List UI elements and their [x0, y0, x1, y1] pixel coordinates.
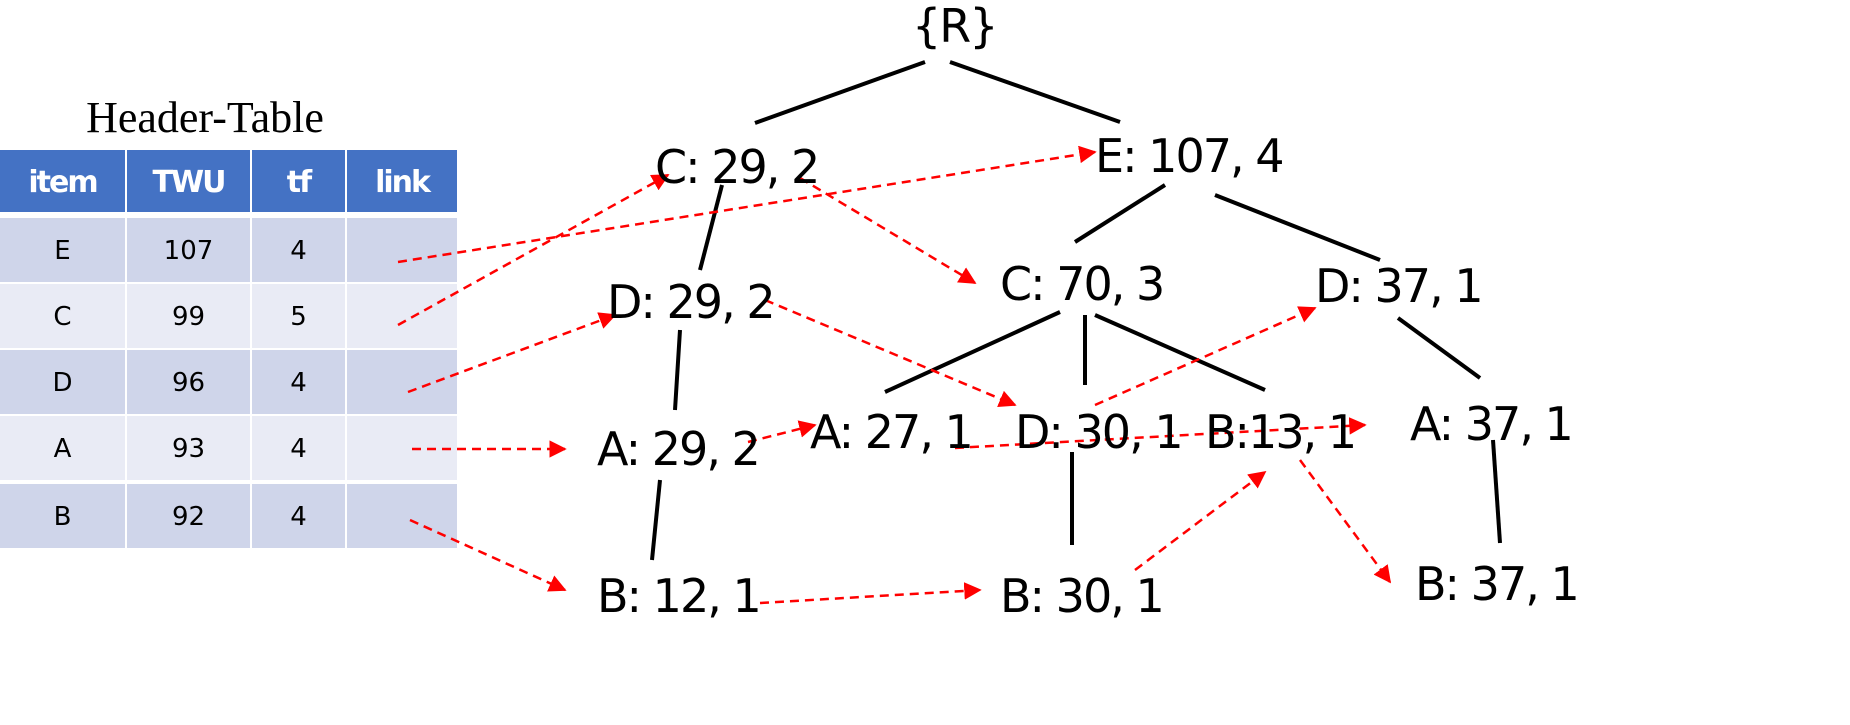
table-cell-bg [252, 218, 345, 282]
table-cell-bg [252, 350, 345, 414]
node-link-arrow-row-c-c1 [397, 173, 670, 327]
node-link-arrow-a1-a2 [747, 420, 817, 444]
tree-edge-a3-b4 [1491, 439, 1502, 544]
tree-node-a1: A: 29, 2 [597, 422, 759, 476]
tree-edge-e1-c2 [1073, 183, 1167, 244]
node-link-arrow-b2-b4 [1298, 459, 1392, 584]
node-links [397, 145, 1392, 605]
tree-edge-e1-d3 [1214, 193, 1381, 262]
tree-edge-d3-a3 [1396, 316, 1482, 380]
tree-node-a2: A: 27, 1 [810, 405, 972, 459]
table-cell-item: A [54, 434, 72, 464]
tree-edge-c1-d1 [698, 184, 724, 271]
table-cell-bg [0, 218, 125, 282]
tree-edge-r-e1 [949, 60, 1121, 124]
tree-edges [650, 60, 1502, 561]
table-cell-bg [127, 284, 250, 348]
tree-edge-d1-a1 [673, 329, 682, 411]
node-link-arrow-row-e-e1 [397, 145, 1097, 264]
tree-node-b4: B: 37, 1 [1415, 557, 1578, 611]
tree-nodes: {R} C: 29, 2 E: 107, 4 D: 29, 2 C: 70, 3 D: 3… [597, 0, 1580, 623]
table-cell-twu: 93 [172, 434, 205, 464]
table-cell-tf: 5 [290, 302, 307, 332]
table-cell-bg [347, 218, 457, 282]
table-cell-tf: 4 [290, 434, 307, 464]
header-cell-bg [347, 150, 457, 212]
node-link-arrow-d1-d2 [764, 298, 1017, 407]
header-cell-bg [127, 150, 250, 212]
table-cell-bg [252, 284, 345, 348]
table-cell-bg [252, 416, 345, 480]
tree-node-b3: B: 30, 1 [1000, 569, 1163, 623]
table-cell-bg [0, 484, 125, 548]
tree-node-c2: C: 70, 3 [1000, 257, 1163, 311]
tree-edge-c2-b2 [1094, 313, 1266, 392]
tree-node-e1: E: 107, 4 [1095, 129, 1283, 183]
table-cell-bg [252, 484, 345, 548]
tree-node-a3: A: 37, 1 [1410, 397, 1572, 451]
table-cell-twu: 96 [172, 368, 205, 398]
tree-node-d3: D: 37, 1 [1315, 259, 1482, 313]
node-link-arrow-a2-a3 [954, 417, 1367, 450]
table-cell-bg [347, 484, 457, 548]
header-cell-bg [252, 150, 345, 212]
table-cell-item: C [53, 302, 71, 332]
table-cell-bg [127, 218, 250, 282]
node-link-arrow-c1-c2 [799, 176, 977, 285]
tree-edge-c2-a2 [884, 310, 1061, 394]
tree-node-b2: B:13, 1 [1205, 405, 1355, 459]
node-link-arrow-row-d-d1 [407, 312, 617, 394]
table-cell-bg [347, 416, 457, 480]
table-cell-bg [347, 284, 457, 348]
table-cell-bg [347, 350, 457, 414]
tree-edge-r-c1 [754, 60, 926, 125]
tree-node-c1: C: 29, 2 [655, 140, 818, 194]
table-cell-bg [0, 416, 125, 480]
header-cell-bg [0, 150, 125, 212]
table-cell-bg [127, 484, 250, 548]
tree-node-d2: D: 30, 1 [1015, 405, 1182, 459]
table-cell-twu: 107 [164, 236, 214, 266]
column-header-item: item [28, 165, 96, 200]
tree-edge-a1-b1 [650, 479, 662, 561]
header-table-title: Header-Table [86, 93, 324, 142]
node-link-arrow-b1-b3 [759, 582, 982, 605]
node-link-arrow-d2-d3 [1094, 306, 1317, 407]
table-cell-tf: 4 [290, 368, 307, 398]
node-link-arrow-row-b-b1 [409, 518, 567, 592]
table-cell-bg [127, 416, 250, 480]
table-cell-item: B [54, 502, 72, 532]
tree-node-b1: B: 12, 1 [597, 569, 760, 623]
table-cell-item: E [54, 236, 70, 266]
table-cell-twu: 92 [172, 502, 205, 532]
table-cell-tf: 4 [290, 502, 307, 532]
tree-node-d1: D: 29, 2 [607, 275, 774, 329]
table-cell-tf: 4 [290, 236, 307, 266]
node-link-arrow-b3-b2 [1134, 470, 1267, 571]
column-header-twu: TWU [153, 165, 225, 200]
column-header-tf: tf [287, 165, 313, 200]
table-cell-bg [0, 284, 125, 348]
table-cell-bg [0, 350, 125, 414]
table-cell-twu: 99 [172, 302, 205, 332]
column-header-link: link [375, 165, 432, 200]
tree-node-r: {R} [912, 0, 997, 53]
table-cell-bg [127, 350, 250, 414]
table-cell-item: D [52, 368, 72, 398]
